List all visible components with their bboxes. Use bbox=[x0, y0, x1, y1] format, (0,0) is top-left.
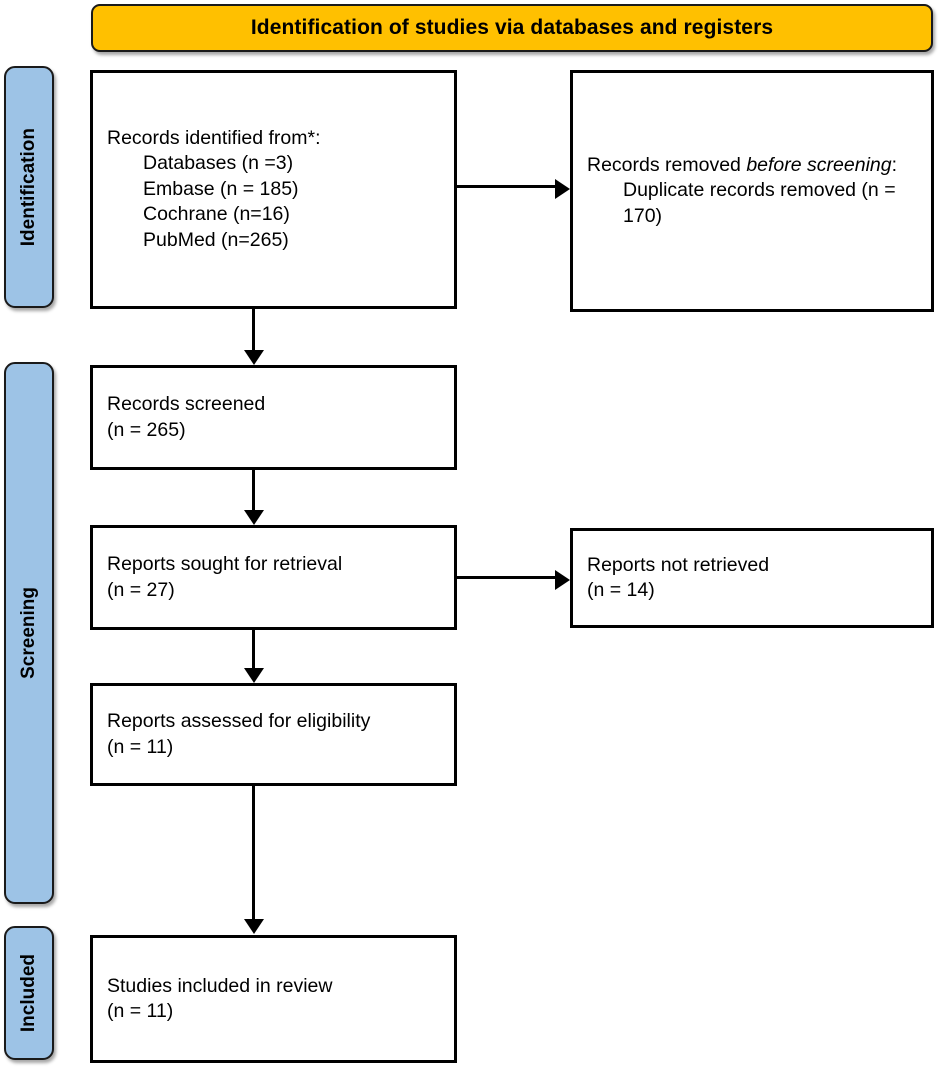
connector-sought-to-not-retrieved bbox=[457, 576, 557, 579]
records-identified-cochrane: Cochrane (n=16) bbox=[143, 203, 290, 226]
arrow-right-icon bbox=[555, 570, 570, 590]
records-removed-heading-emphasis: before screening bbox=[746, 153, 892, 176]
reports-sought-label: Reports sought for retrieval bbox=[107, 553, 343, 576]
records-identified-databases: Databases (n =3) bbox=[143, 152, 294, 175]
box-records-removed: Records removed before screening: Duplic… bbox=[570, 70, 934, 312]
stage-label-included: Included bbox=[4, 926, 54, 1060]
reports-sought-count: (n = 27) bbox=[107, 578, 175, 601]
reports-assessed-label: Reports assessed for eligibility bbox=[107, 710, 371, 733]
diagram-banner: Identification of studies via databases … bbox=[91, 4, 933, 52]
connector-identified-to-screened bbox=[252, 309, 255, 353]
records-identified-embase: Embase (n = 185) bbox=[143, 177, 299, 200]
records-screened-label: Records screened bbox=[107, 393, 266, 416]
box-records-identified: Records identified from*: Databases (n =… bbox=[90, 70, 457, 309]
connector-assessed-to-included bbox=[252, 786, 255, 920]
reports-assessed-count: (n = 11) bbox=[107, 735, 174, 758]
connector-sought-to-assessed bbox=[252, 630, 255, 669]
records-screened-count: (n = 265) bbox=[107, 418, 186, 441]
box-reports-not-retrieved: Reports not retrieved (n = 14) bbox=[570, 528, 934, 628]
stage-label-screening: Screening bbox=[4, 362, 54, 904]
reports-not-retrieved-count: (n = 14) bbox=[587, 579, 655, 601]
stage-label-identification: Identification bbox=[4, 66, 54, 308]
reports-not-retrieved-label: Reports not retrieved bbox=[587, 553, 770, 576]
studies-included-count: (n = 11) bbox=[107, 1000, 174, 1022]
banner-title: Identification of studies via databases … bbox=[250, 16, 774, 39]
arrow-down-icon bbox=[244, 668, 264, 683]
connector-screened-to-sought bbox=[252, 470, 255, 511]
stage-label-screening-text: Screening bbox=[18, 587, 39, 679]
records-removed-duplicates: Duplicate records removed (n = 170) bbox=[623, 179, 896, 227]
box-studies-included: Studies included in review (n = 11) bbox=[90, 935, 457, 1063]
arrow-right-icon bbox=[555, 179, 570, 199]
arrow-down-icon bbox=[244, 350, 264, 365]
connector-identified-to-removed bbox=[457, 185, 557, 188]
records-removed-heading-suffix: : bbox=[891, 153, 898, 176]
box-reports-assessed: Reports assessed for eligibility (n = 11… bbox=[90, 683, 457, 786]
records-identified-heading: Records identified from*: bbox=[107, 127, 321, 150]
box-reports-sought: Reports sought for retrieval (n = 27) bbox=[90, 525, 457, 630]
arrow-down-icon bbox=[244, 510, 264, 525]
records-identified-pubmed: PubMed (n=265) bbox=[143, 228, 289, 251]
box-records-screened: Records screened (n = 265) bbox=[90, 365, 457, 470]
stage-label-identification-text: Identification bbox=[18, 127, 39, 247]
arrow-down-icon bbox=[244, 919, 264, 934]
studies-included-label: Studies included in review bbox=[107, 974, 333, 997]
records-removed-heading-prefix: Records removed bbox=[587, 153, 747, 176]
stage-label-included-text: Included bbox=[18, 953, 39, 1033]
records-removed-heading: Records removed before screening: bbox=[587, 153, 917, 178]
